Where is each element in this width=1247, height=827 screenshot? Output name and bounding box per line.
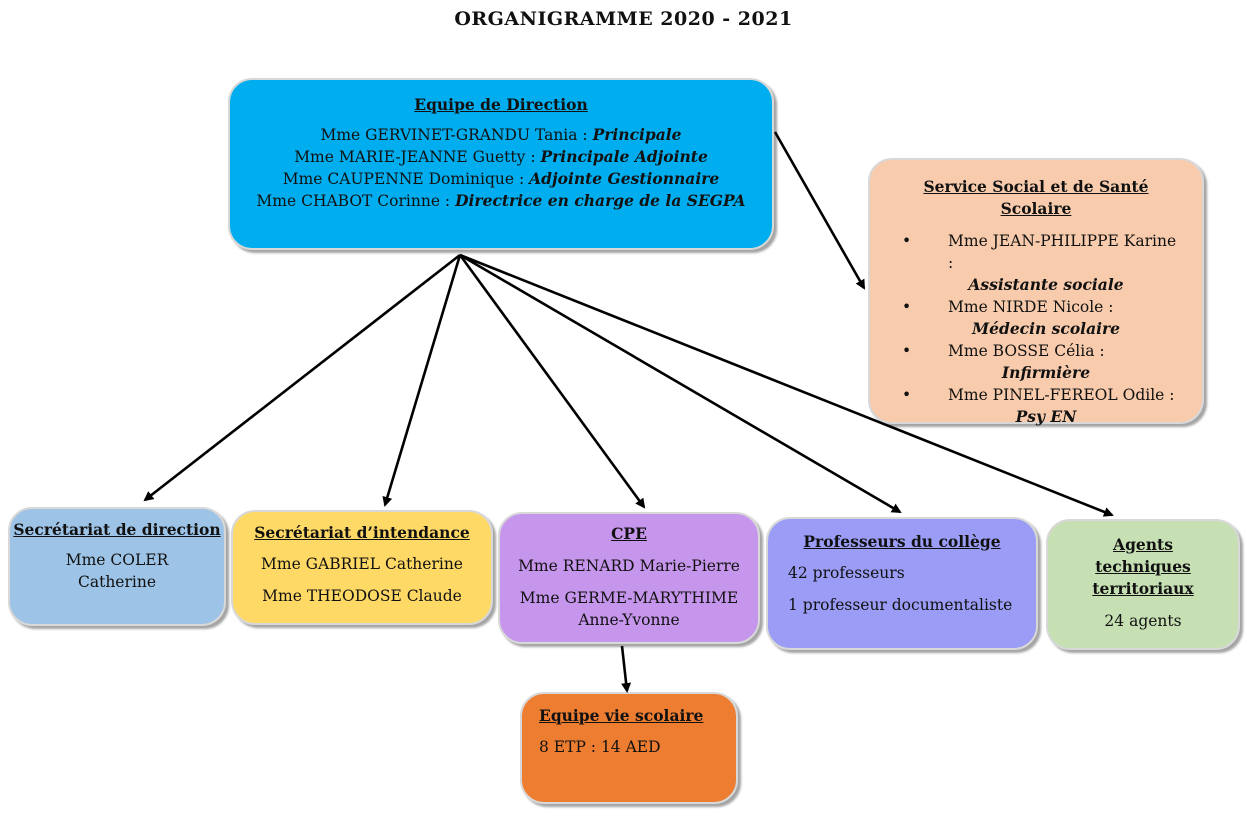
- agents-box: Agents techniques territoriaux 24 agents: [1046, 519, 1240, 650]
- agents-line: 24 agents: [1104, 612, 1182, 630]
- secretariat-intendance-box: Secrétariat d’intendance Mme GABRIEL Cat…: [231, 510, 493, 625]
- direction-member: Mme GERVINET-GRANDU Tania : Principale: [230, 124, 772, 146]
- member-name: Mme JEAN-PHILIPPE Karine :: [948, 232, 1177, 272]
- member-role: Infirmière: [1001, 363, 1091, 382]
- direction-heading: Equipe de Direction: [414, 95, 588, 114]
- professeurs-line: 1 professeur documentaliste: [788, 596, 1013, 614]
- arrow-direction-to-secretariat-direction: [143, 253, 461, 502]
- social-heading: Service Social et de Santé Scolaire: [923, 177, 1149, 218]
- member-name: Mme CHABOT Corinne :: [256, 192, 456, 210]
- cpe-box: CPE Mme RENARD Marie-Pierre Mme GERME-MA…: [498, 512, 760, 644]
- member-name: Mme PINEL-FEREOL Odile :: [948, 386, 1175, 404]
- member-name: Mme COLER Catherine: [65, 551, 169, 591]
- member-name: Mme GERVINET-GRANDU Tania :: [320, 126, 593, 144]
- secretariat-direction-box: Secrétariat de direction Mme COLER Cathe…: [8, 507, 226, 626]
- social-health-box: Service Social et de Santé Scolaire Mme …: [868, 158, 1204, 426]
- member-name: Mme RENARD Marie-Pierre: [518, 557, 740, 575]
- member-name: Mme CAUPENNE Dominique :: [282, 170, 530, 188]
- professeurs-line: 42 professeurs: [788, 564, 905, 582]
- direction-box: Equipe de Direction Mme GERVINET-GRANDU …: [228, 78, 774, 250]
- professeurs-box: Professeurs du collège 42 professeurs 1 …: [766, 517, 1038, 650]
- direction-member: Mme CHABOT Corinne : Directrice en charg…: [230, 190, 772, 212]
- member-role: Principale: [592, 125, 682, 144]
- member-name: Mme MARIE-JEANNE Guetty :: [294, 148, 541, 166]
- arrow-cpe-to-vie-scolaire: [620, 645, 632, 693]
- list-item: Mme NIRDE Nicole : Médecin scolaire: [892, 296, 1180, 340]
- member-name: Mme BOSSE Célia :: [948, 342, 1105, 360]
- list-item: Mme BOSSE Célia : Infirmière: [892, 340, 1180, 384]
- member-name: Mme GABRIEL Catherine: [261, 555, 463, 573]
- agents-heading: Agents techniques territoriaux: [1092, 535, 1194, 598]
- arrow-direction-to-social: [773, 131, 866, 290]
- secretariat-direction-heading: Secrétariat de direction: [13, 520, 221, 539]
- member-role: Directrice en charge de la SEGPA: [455, 191, 746, 210]
- vie-scolaire-line: 8 ETP : 14 AED: [539, 738, 661, 756]
- member-role: Psy EN: [1015, 407, 1077, 426]
- vie-scolaire-heading: Equipe vie scolaire: [539, 706, 704, 725]
- member-role: Assistante sociale: [968, 275, 1124, 294]
- direction-member: Mme CAUPENNE Dominique : Adjointe Gestio…: [230, 168, 772, 190]
- professeurs-heading: Professeurs du collège: [803, 532, 1001, 551]
- member-role: Médecin scolaire: [971, 319, 1121, 338]
- vie-scolaire-box: Equipe vie scolaire 8 ETP : 14 AED: [520, 692, 738, 804]
- arrow-direction-to-cpe: [458, 254, 646, 509]
- member-role: Adjointe Gestionnaire: [529, 169, 720, 188]
- member-role: Principale Adjointe: [540, 147, 708, 166]
- arrow-direction-to-professeurs: [459, 253, 902, 514]
- list-item: Mme PINEL-FEREOL Odile : Psy EN: [892, 384, 1180, 428]
- arrow-direction-to-secretariat-intendance: [382, 254, 462, 507]
- secretariat-intendance-heading: Secrétariat d’intendance: [254, 523, 470, 542]
- page-title: ORGANIGRAMME 2020 - 2021: [454, 8, 793, 30]
- cpe-heading: CPE: [611, 524, 647, 543]
- member-name: Mme NIRDE Nicole :: [948, 298, 1114, 316]
- member-name: Mme THEODOSE Claude: [262, 587, 462, 605]
- list-item: Mme JEAN-PHILIPPE Karine : Assistante soc…: [892, 230, 1180, 296]
- arrow-direction-to-agents: [459, 253, 1114, 517]
- social-list: Mme JEAN-PHILIPPE Karine : Assistante soc…: [892, 230, 1180, 428]
- direction-member: Mme MARIE-JEANNE Guetty : Principale Adj…: [230, 146, 772, 168]
- member-name: Mme GERME-MARYTHIME Anne-Yvonne: [519, 589, 739, 629]
